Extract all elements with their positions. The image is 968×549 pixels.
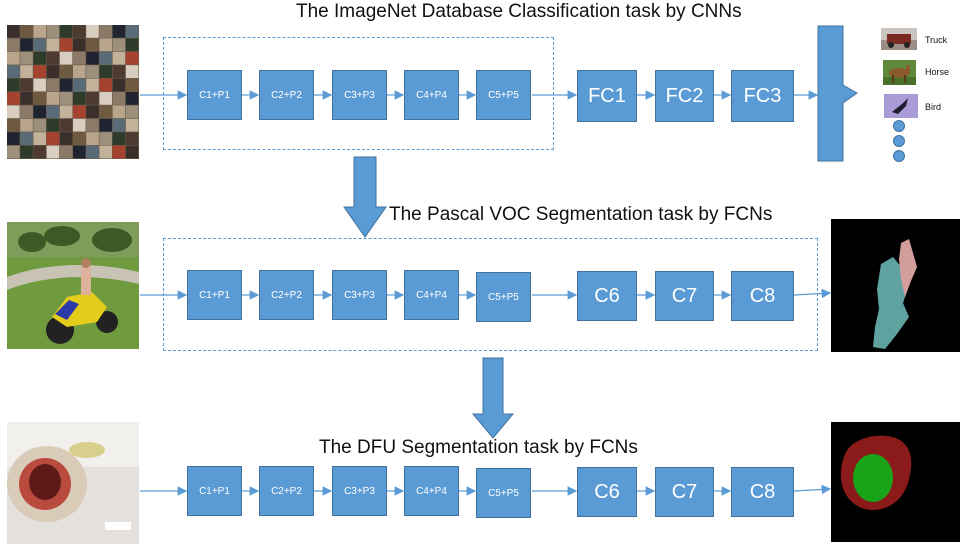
layer-c8: C8 bbox=[731, 467, 794, 517]
backbone-frame-1 bbox=[163, 37, 554, 150]
bird-image bbox=[884, 94, 918, 118]
class-label-truck: Truck bbox=[925, 35, 948, 45]
layer-c7: C7 bbox=[655, 271, 714, 321]
layer-c8: C8 bbox=[731, 271, 794, 321]
row1-title: The ImageNet Database Classification tas… bbox=[296, 1, 742, 22]
layer-c2p2: C2+P2 bbox=[259, 270, 314, 320]
class-label-bird: Bird bbox=[925, 102, 942, 112]
layer-c1p1: C1+P1 bbox=[187, 270, 242, 320]
backbone-frame-2 bbox=[163, 238, 818, 351]
layer-c7: C7 bbox=[655, 467, 714, 517]
layer-c5p5: C5+P5 bbox=[476, 468, 531, 518]
voc-segmentation-mask bbox=[831, 219, 960, 352]
layer-c5p5: C5+P5 bbox=[476, 70, 531, 120]
layer-c6: C6 bbox=[577, 467, 637, 517]
layer-fc1: FC1 bbox=[577, 70, 637, 122]
layer-c3p3: C3+P3 bbox=[332, 270, 387, 320]
row3-title: The DFU Segmentation task by FCNs bbox=[319, 437, 638, 458]
ellipsis-dot bbox=[893, 120, 905, 132]
ellipsis-dot bbox=[893, 150, 905, 162]
layer-c4p4: C4+P4 bbox=[404, 466, 459, 516]
layer-c1p1: C1+P1 bbox=[187, 466, 242, 516]
horse-image bbox=[883, 60, 916, 85]
layer-c3p3: C3+P3 bbox=[332, 466, 387, 516]
motorcycle-image bbox=[7, 222, 139, 349]
row2-title: The Pascal VOC Segmentation task by FCNs bbox=[389, 204, 773, 225]
layer-c4p4: C4+P4 bbox=[404, 70, 459, 120]
down-arrow-1 bbox=[343, 156, 387, 238]
layer-c1p1: C1+P1 bbox=[187, 70, 242, 120]
layer-c4p4: C4+P4 bbox=[404, 270, 459, 320]
layer-c2p2: C2+P2 bbox=[259, 70, 314, 120]
truck-image bbox=[881, 28, 917, 50]
down-arrow-2 bbox=[471, 357, 515, 439]
class-label-horse: Horse bbox=[925, 67, 950, 77]
dfu-wound-image bbox=[7, 422, 139, 544]
layer-c6: C6 bbox=[577, 271, 637, 321]
ellipsis-dot bbox=[893, 135, 905, 147]
layer-c2p2: C2+P2 bbox=[259, 466, 314, 516]
layer-fc3: FC3 bbox=[731, 70, 794, 122]
imagenet-mosaic-image bbox=[7, 25, 139, 159]
output-arrow bbox=[817, 25, 858, 162]
dfu-segmentation-mask bbox=[831, 422, 960, 542]
layer-fc2: FC2 bbox=[655, 70, 714, 122]
layer-c5p5: C5+P5 bbox=[476, 272, 531, 322]
layer-c3p3: C3+P3 bbox=[332, 70, 387, 120]
